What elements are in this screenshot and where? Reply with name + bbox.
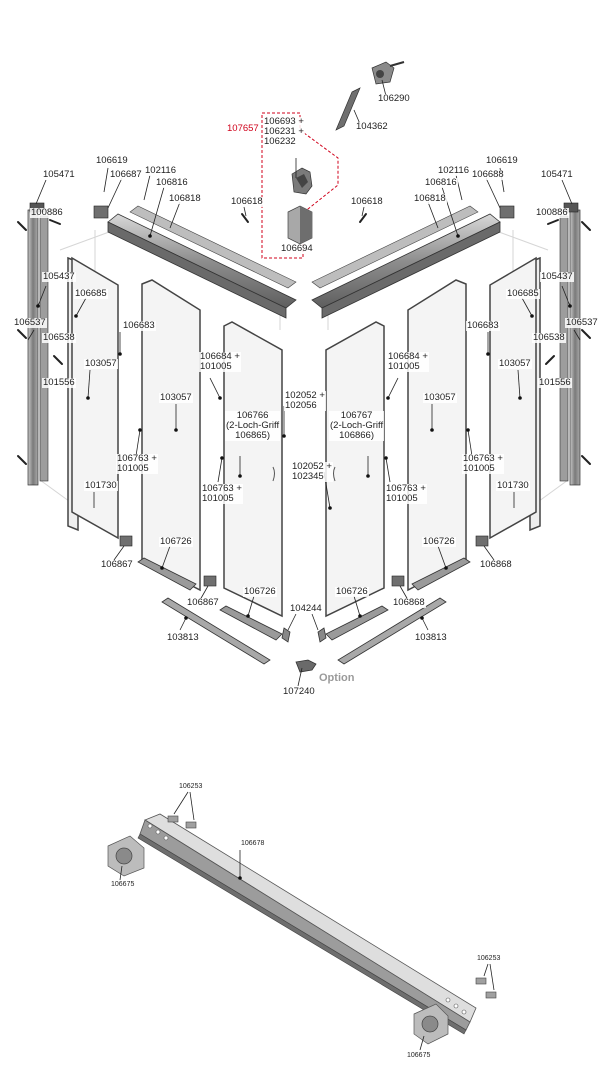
label-106618-right: 106618 bbox=[350, 196, 384, 207]
label-104362: 104362 bbox=[355, 121, 389, 132]
label-106763-right-2: 106763 + 101005 bbox=[385, 483, 427, 504]
label-101556-right: 101556 bbox=[538, 377, 572, 388]
label-106868-b: 106868 bbox=[392, 597, 426, 608]
bar-assembly bbox=[107, 791, 497, 1051]
label-103057-right: 103057 bbox=[498, 358, 532, 369]
top-parts bbox=[335, 61, 405, 131]
label-106687: 106687 bbox=[109, 169, 143, 180]
label-106726-left-2: 106726 bbox=[243, 586, 277, 597]
label-106675-right: 106675 bbox=[406, 1052, 432, 1060]
label-103813-right: 103813 bbox=[414, 632, 448, 643]
option-label: Option bbox=[319, 672, 355, 684]
label-100886-left: 100886 bbox=[30, 207, 64, 218]
label-105437-left: 105437 bbox=[42, 271, 76, 282]
label-105437-right: 105437 bbox=[540, 271, 574, 282]
label-106619-right: 106619 bbox=[485, 155, 519, 166]
bottom-rails bbox=[137, 557, 471, 673]
label-105471-left: 105471 bbox=[42, 169, 76, 180]
label-106538-right: 106538 bbox=[532, 332, 566, 343]
label-100886-right: 100886 bbox=[535, 207, 569, 218]
label-102116-right: 102116 bbox=[437, 165, 470, 176]
label-106684-right: 106684 + 101005 bbox=[387, 351, 429, 372]
label-106867-b: 106867 bbox=[186, 597, 220, 608]
label-106683-right: 106683 bbox=[466, 320, 500, 331]
label-106538-left: 106538 bbox=[42, 332, 76, 343]
label-106253-top: 106253 bbox=[178, 783, 204, 791]
label-106763-left-2: 106763 + 101005 bbox=[201, 483, 243, 504]
label-106684-left: 106684 + 101005 bbox=[199, 351, 241, 372]
label-103057-left: 103057 bbox=[84, 358, 118, 369]
label-106253-bottom: 106253 bbox=[476, 955, 502, 963]
label-106675-left: 106675 bbox=[110, 881, 136, 889]
label-106537-left: 106537 bbox=[13, 317, 47, 328]
label-101556-left: 101556 bbox=[42, 377, 76, 388]
label-103057-left-mid: 103057 bbox=[159, 392, 193, 403]
label-106818-left: 106818 bbox=[168, 193, 202, 204]
label-105471-right: 105471 bbox=[540, 169, 574, 180]
label-102052-102345: 102052 + 102345 bbox=[291, 461, 333, 482]
label-106290: 106290 bbox=[377, 93, 411, 104]
screws bbox=[17, 213, 591, 465]
label-106767: 106767 (2-Loch-Griff 106866) bbox=[329, 410, 385, 441]
label-101730-left: 101730 bbox=[84, 480, 118, 491]
label-106726-right-2: 106726 bbox=[335, 586, 369, 597]
label-106868-a: 106868 bbox=[479, 559, 513, 570]
label-106678: 106678 bbox=[240, 840, 266, 848]
label-106685-right: 106685 bbox=[506, 288, 540, 299]
label-106867-a: 106867 bbox=[100, 559, 134, 570]
label-106763-right-1: 106763 + 101005 bbox=[462, 453, 504, 474]
label-106766: 106766 (2-Loch-Griff 106865) bbox=[225, 410, 281, 441]
label-106618-left: 106618 bbox=[230, 196, 264, 207]
label-106726-left-1: 106726 bbox=[159, 536, 193, 547]
label-106818-right: 106818 bbox=[413, 193, 447, 204]
top-rails bbox=[107, 205, 501, 319]
label-106816-left: 106816 bbox=[155, 177, 189, 188]
hardware-blocks bbox=[93, 205, 515, 587]
label-101730-right: 101730 bbox=[496, 480, 530, 491]
leader-dots bbox=[36, 234, 572, 620]
label-106816-right: 106816 bbox=[424, 177, 458, 188]
wall-profiles bbox=[27, 202, 581, 486]
label-106619-left: 106619 bbox=[95, 155, 129, 166]
label-102116-left: 102116 bbox=[144, 165, 177, 176]
label-107240: 107240 bbox=[282, 686, 316, 697]
label-106688: 106688 bbox=[471, 169, 505, 180]
label-106763-left-1: 106763 + 101005 bbox=[116, 453, 158, 474]
label-103813-left: 103813 bbox=[166, 632, 200, 643]
corner-connector-group bbox=[261, 112, 339, 259]
glass-panels-left bbox=[67, 256, 283, 618]
label-106537-right: 106537 bbox=[565, 317, 599, 328]
label-102052-102056: 102052 + 102056 bbox=[284, 390, 326, 411]
label-106693-set: 106693 + 106231 + 106232 bbox=[263, 116, 305, 147]
label-106694: 106694 bbox=[280, 243, 314, 254]
label-106685-left: 106685 bbox=[74, 288, 108, 299]
label-104244: 104244 bbox=[289, 603, 323, 614]
label-106726-right-1: 106726 bbox=[422, 536, 456, 547]
label-103057-right-mid: 103057 bbox=[423, 392, 457, 403]
label-107657: 107657 bbox=[227, 123, 259, 134]
label-106683-left: 106683 bbox=[122, 320, 156, 331]
